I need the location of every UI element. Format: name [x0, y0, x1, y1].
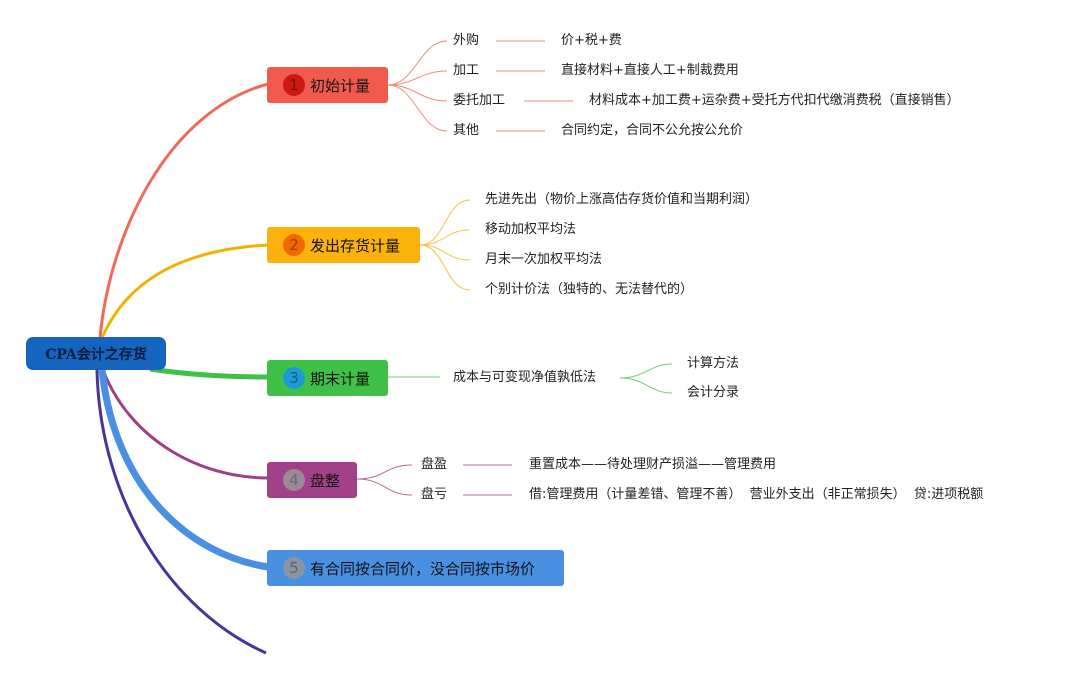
topic-label: 初始计量: [310, 76, 371, 95]
number-5-icon: 5: [283, 557, 305, 579]
period-end-child[interactable]: 计算方法: [687, 356, 740, 371]
issue-method[interactable]: 移动加权平均法: [485, 222, 577, 237]
initial-item-label[interactable]: 外购: [453, 33, 480, 48]
initial-item-value[interactable]: 价+税+费: [561, 33, 622, 48]
number-1-icon: 1: [283, 74, 305, 96]
branch-to-topic-4: [101, 369, 269, 480]
stocktake-item-value[interactable]: 借:管理费用（计量差错、管理不善） 营业外支出（非正常损失） 贷:进项税额: [529, 487, 984, 502]
topic-label: 发出存货计量: [310, 236, 401, 255]
stocktake-item-value[interactable]: 重置成本——待处理财产损溢——管理费用: [529, 457, 777, 472]
topic-contract-price[interactable]: 5 有合同按合同价，没合同按市场价: [267, 550, 564, 586]
topic-period-end-measurement[interactable]: 3 期末计量: [267, 360, 388, 396]
issue-method[interactable]: 月末一次加权平均法: [485, 252, 603, 267]
topic-label: 期末计量: [310, 369, 371, 388]
number-4-icon: 4: [283, 469, 305, 491]
number-3-icon: 3: [283, 367, 305, 389]
topic-initial-measurement[interactable]: 1 初始计量: [267, 67, 388, 103]
number-2-icon: 2: [283, 234, 305, 256]
issue-method[interactable]: 先进先出（物价上涨高估存货价值和当期利润）: [485, 192, 759, 207]
period-end-child[interactable]: 会计分录: [687, 385, 740, 400]
period-end-method[interactable]: 成本与可变现净值孰低法: [453, 370, 597, 385]
topic-stocktake[interactable]: 4 盘整: [267, 462, 357, 498]
topic-issue-measurement[interactable]: 2 发出存货计量: [267, 227, 420, 263]
initial-item-label[interactable]: 其他: [453, 123, 480, 138]
initial-item-label[interactable]: 加工: [453, 63, 480, 78]
initial-item-value[interactable]: 直接材料+直接人工+制裁费用: [561, 63, 739, 78]
initial-item-value[interactable]: 合同约定，合同不公允按公允价: [561, 123, 744, 138]
branch-extra: [95, 369, 267, 655]
branch-to-topic-2: [100, 243, 269, 339]
topic-label: 有合同按合同价，没合同按市场价: [310, 559, 536, 578]
branch-to-topic-1: [98, 82, 269, 339]
topic-label: 盘整: [310, 471, 341, 490]
branch-to-topic-3: [149, 366, 269, 380]
branch-to-topic-5: [98, 369, 269, 571]
stocktake-item-label[interactable]: 盘盈: [421, 457, 448, 472]
initial-item-value[interactable]: 材料成本+加工费+运杂费+受托方代扣代缴消费税（直接销售）: [589, 93, 960, 108]
root-label: CPA会计之存货: [45, 346, 147, 363]
initial-item-label[interactable]: 委托加工: [453, 93, 506, 108]
stocktake-item-label[interactable]: 盘亏: [421, 487, 448, 502]
root-node[interactable]: CPA会计之存货: [26, 337, 166, 370]
issue-method[interactable]: 个别计价法（独特的、无法替代的）: [485, 282, 694, 297]
